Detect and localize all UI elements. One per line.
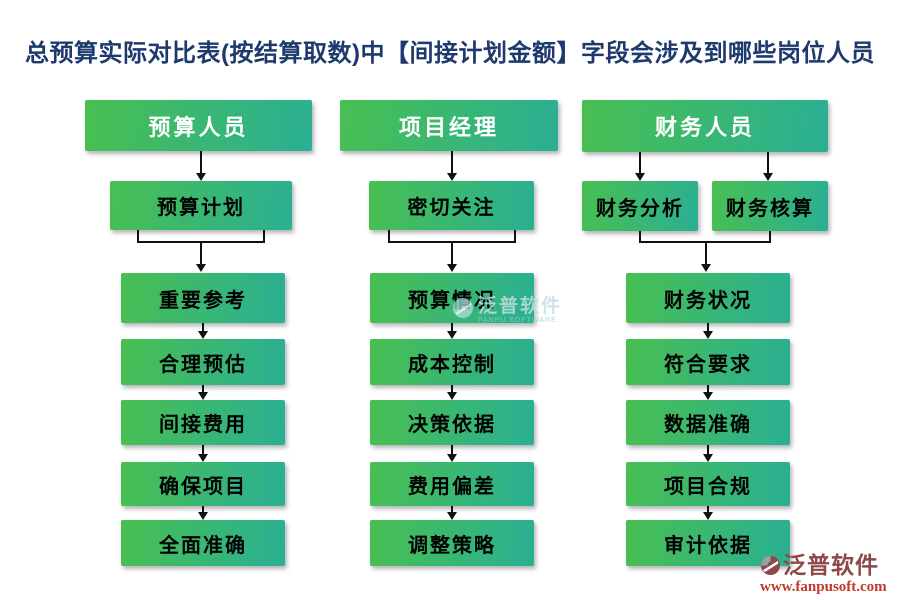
diagram-title: 总预算实际对比表(按结算取数)中【间接计划金额】字段会涉及到哪些岗位人员 bbox=[25, 40, 875, 67]
arrow-down-connector bbox=[763, 152, 773, 181]
flow-box-budget-plan: 预算计划 bbox=[110, 181, 292, 230]
corner-url-text: www.fanpusoft.com bbox=[760, 579, 887, 595]
header-box-budget-personnel: 预算人员 bbox=[85, 100, 312, 151]
arrow-down-connector bbox=[196, 151, 206, 181]
center-watermark-text: 泛普软件 FANPU SOFTWARE bbox=[478, 297, 562, 325]
flow-step-box: 数据准确 bbox=[626, 400, 790, 445]
flow-box-close-attention: 密切关注 bbox=[369, 181, 534, 230]
arrow-down-connector bbox=[447, 151, 457, 181]
merge-connector-line bbox=[388, 230, 390, 243]
flow-step-box: 预算情况 bbox=[370, 273, 534, 323]
arrow-down-connector bbox=[447, 241, 457, 272]
merge-connector-line bbox=[137, 230, 139, 243]
header-label: 财务人员 bbox=[654, 115, 755, 140]
arrow-down-connector bbox=[198, 323, 208, 339]
arrow-down-connector bbox=[196, 241, 206, 272]
arrow-down-connector bbox=[198, 445, 208, 462]
header-label: 预算人员 bbox=[148, 114, 249, 140]
arrow-down-connector bbox=[198, 506, 208, 520]
watermark-brand: 泛普软件 bbox=[478, 296, 563, 317]
merge-connector-line bbox=[639, 231, 641, 243]
center-watermark: 泛普软件 FANPU SOFTWARE bbox=[452, 297, 562, 325]
flow-box-label: 重要参考 bbox=[159, 289, 247, 312]
flow-step-box: 审计依据 bbox=[626, 520, 790, 566]
flow-step-box: 成本控制 bbox=[370, 339, 534, 385]
flow-box-financial-analysis: 财务分析 bbox=[582, 181, 698, 231]
flow-box-label: 合理预估 bbox=[159, 353, 247, 376]
merge-connector-line bbox=[514, 230, 516, 243]
flow-box-label: 财务核算 bbox=[726, 197, 814, 220]
arrow-down-connector bbox=[447, 385, 457, 400]
flow-box-label: 费用偏差 bbox=[408, 475, 496, 498]
merge-connector-line bbox=[769, 231, 771, 243]
flow-box-label: 调整策略 bbox=[408, 534, 496, 557]
fanpu-logo-icon bbox=[453, 298, 473, 318]
header-box-project-manager: 项目经理 bbox=[340, 100, 558, 151]
flow-step-box: 决策依据 bbox=[370, 400, 534, 445]
arrow-down-connector bbox=[703, 323, 713, 339]
arrow-down-connector bbox=[635, 152, 645, 181]
arrow-down-connector bbox=[447, 323, 457, 339]
arrow-down-connector bbox=[703, 506, 713, 520]
flow-box-label: 全面准确 bbox=[159, 534, 247, 557]
flow-box-label: 财务状况 bbox=[664, 289, 752, 312]
arrow-down-connector bbox=[701, 241, 711, 272]
flow-box-label: 项目合规 bbox=[664, 475, 752, 498]
watermark-subtext: FANPU SOFTWARE bbox=[478, 317, 557, 324]
flow-step-box: 符合要求 bbox=[626, 339, 790, 385]
flow-box-label: 数据准确 bbox=[664, 414, 752, 436]
flow-box-label: 成本控制 bbox=[408, 353, 496, 376]
flow-box-label: 决策依据 bbox=[408, 414, 496, 436]
flow-box-label: 符合要求 bbox=[664, 353, 752, 376]
flow-step-box: 项目合规 bbox=[626, 462, 790, 506]
corner-logo: 泛普软件 www.fanpusoft.com bbox=[760, 552, 898, 595]
flow-box-label: 财务分析 bbox=[596, 197, 684, 220]
flow-box-label: 预算计划 bbox=[157, 197, 245, 219]
flow-step-box: 全面准确 bbox=[121, 520, 285, 566]
flow-step-box: 重要参考 bbox=[121, 273, 285, 323]
flow-step-box: 间接费用 bbox=[121, 400, 285, 445]
fanpu-logo-icon bbox=[760, 555, 781, 575]
flow-step-box: 财务状况 bbox=[626, 273, 790, 323]
arrow-down-connector bbox=[703, 445, 713, 462]
arrow-down-connector bbox=[447, 445, 457, 462]
flow-step-box: 合理预估 bbox=[121, 339, 285, 385]
corner-brand-text: 泛普软件 bbox=[783, 552, 879, 578]
merge-connector-line bbox=[263, 230, 265, 243]
flow-box-financial-accounting: 财务核算 bbox=[712, 181, 828, 231]
header-box-finance-personnel: 财务人员 bbox=[582, 100, 828, 152]
flow-step-box: 费用偏差 bbox=[370, 462, 534, 506]
flow-box-label: 确保项目 bbox=[159, 475, 247, 498]
flow-box-label: 间接费用 bbox=[159, 414, 247, 436]
flow-step-box: 调整策略 bbox=[370, 520, 534, 566]
flow-box-label: 审计依据 bbox=[664, 534, 752, 557]
header-label: 项目经理 bbox=[398, 114, 499, 140]
arrow-down-connector bbox=[198, 385, 208, 400]
flow-step-box: 确保项目 bbox=[121, 462, 285, 506]
arrow-down-connector bbox=[447, 506, 457, 520]
flow-box-label: 密切关注 bbox=[407, 197, 496, 219]
arrow-down-connector bbox=[703, 385, 713, 400]
